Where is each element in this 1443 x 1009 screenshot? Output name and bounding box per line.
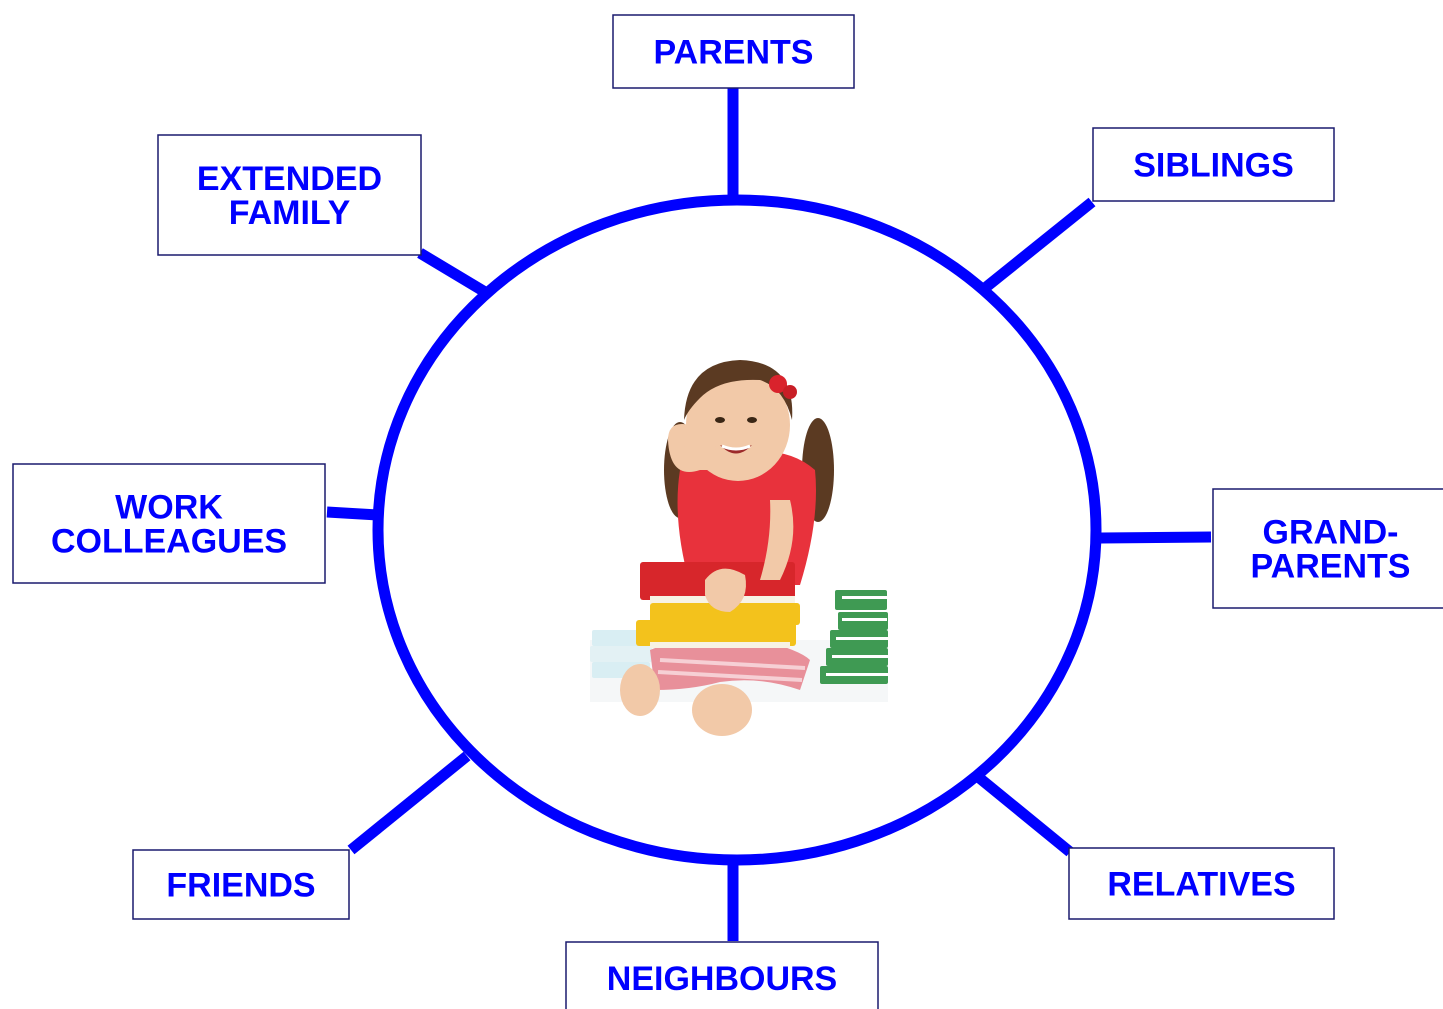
node-neighbours: NEIGHBOURS xyxy=(565,941,879,1009)
green-book-stack xyxy=(820,590,888,684)
node-box-parents xyxy=(612,14,855,89)
connector-work-colleagues xyxy=(326,506,379,521)
node-box-neighbours xyxy=(565,941,879,1009)
connector-grandparents xyxy=(1100,531,1212,544)
connector-siblings xyxy=(976,197,1096,297)
central-ring xyxy=(372,194,1102,866)
node-parents: PARENTS xyxy=(612,14,855,89)
node-box-friends xyxy=(132,849,350,920)
node-box-grandparents xyxy=(1212,488,1443,609)
node-box-extended-family xyxy=(157,134,422,256)
node-label-friends: FRIENDS xyxy=(166,867,315,905)
node-friends: FRIENDS xyxy=(132,849,350,920)
node-label-grandparents: PARENTS xyxy=(1251,548,1411,586)
girl-with-books-image xyxy=(590,360,888,736)
node-label-extended-family: FAMILY xyxy=(229,194,351,232)
connector-extended-family xyxy=(417,248,493,300)
node-box-work-colleagues xyxy=(12,463,326,584)
node-label-extended-family: EXTENDED xyxy=(197,160,382,198)
node-label-neighbours: NEIGHBOURS xyxy=(607,960,837,998)
node-siblings: SIBLINGS xyxy=(1092,127,1335,202)
connector-relatives xyxy=(973,771,1074,857)
node-label-grandparents: GRAND- xyxy=(1263,514,1399,552)
node-box-relatives xyxy=(1068,847,1335,920)
connector-lines xyxy=(326,88,1212,941)
node-box-siblings xyxy=(1092,127,1335,202)
node-label-parents: PARENTS xyxy=(654,34,814,72)
node-boxes: PARENTSSIBLINGSGRAND-PARENTSRELATIVESNEI… xyxy=(12,14,1443,1009)
node-label-work-colleagues: WORK xyxy=(115,489,223,527)
node-label-work-colleagues: COLLEAGUES xyxy=(51,523,287,561)
node-label-siblings: SIBLINGS xyxy=(1133,147,1294,185)
node-relatives: RELATIVES xyxy=(1068,847,1335,920)
node-label-relatives: RELATIVES xyxy=(1107,866,1295,904)
connector-friends xyxy=(347,751,471,855)
node-grandparents: GRAND-PARENTS xyxy=(1212,488,1443,609)
